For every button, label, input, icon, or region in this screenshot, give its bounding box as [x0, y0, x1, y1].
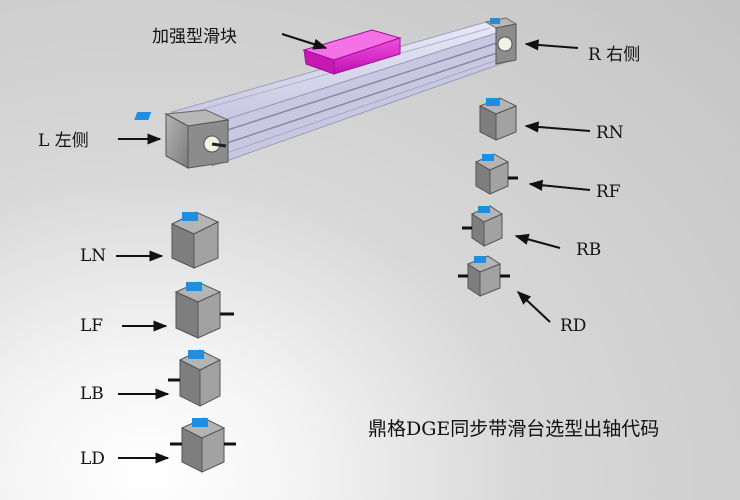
- motor-block-RF: [474, 153, 518, 195]
- arrow-RD: [516, 291, 551, 323]
- callout-arrows: [116, 33, 591, 464]
- motor-block-LD: [170, 417, 236, 473]
- motor-block-RB: [462, 205, 504, 247]
- arrow-RB: [514, 233, 561, 249]
- arrow-right-side: [524, 39, 579, 51]
- label-RD: RD: [560, 316, 587, 336]
- label-reinforced-slider: 加强型滑块: [152, 27, 237, 47]
- caption: 鼎格DGE同步带滑台选型出轴代码: [368, 418, 660, 440]
- label-left-side: L 左侧: [38, 131, 89, 151]
- motor-block-LN: [170, 211, 220, 269]
- arrow-slider: [281, 33, 328, 50]
- label-LN: LN: [80, 246, 107, 266]
- label-LF: LF: [80, 316, 104, 336]
- motor-block-RD: [458, 255, 510, 297]
- label-right-side: R 右侧: [588, 45, 641, 65]
- label-LB: LB: [80, 384, 104, 404]
- label-RF: RF: [596, 182, 621, 202]
- label-LD: LD: [80, 449, 105, 469]
- arrow-RF: [528, 179, 591, 191]
- motor-block-LF: [174, 281, 234, 339]
- motor-block-LB: [168, 349, 222, 407]
- left-end-cap: [134, 109, 230, 169]
- label-RN: RN: [596, 123, 624, 143]
- label-RB: RB: [576, 240, 602, 260]
- motor-block-RN: [478, 97, 518, 141]
- arrow-RN: [524, 121, 591, 133]
- reinforced-slider: [302, 29, 402, 75]
- right-end-cap: [484, 17, 518, 65]
